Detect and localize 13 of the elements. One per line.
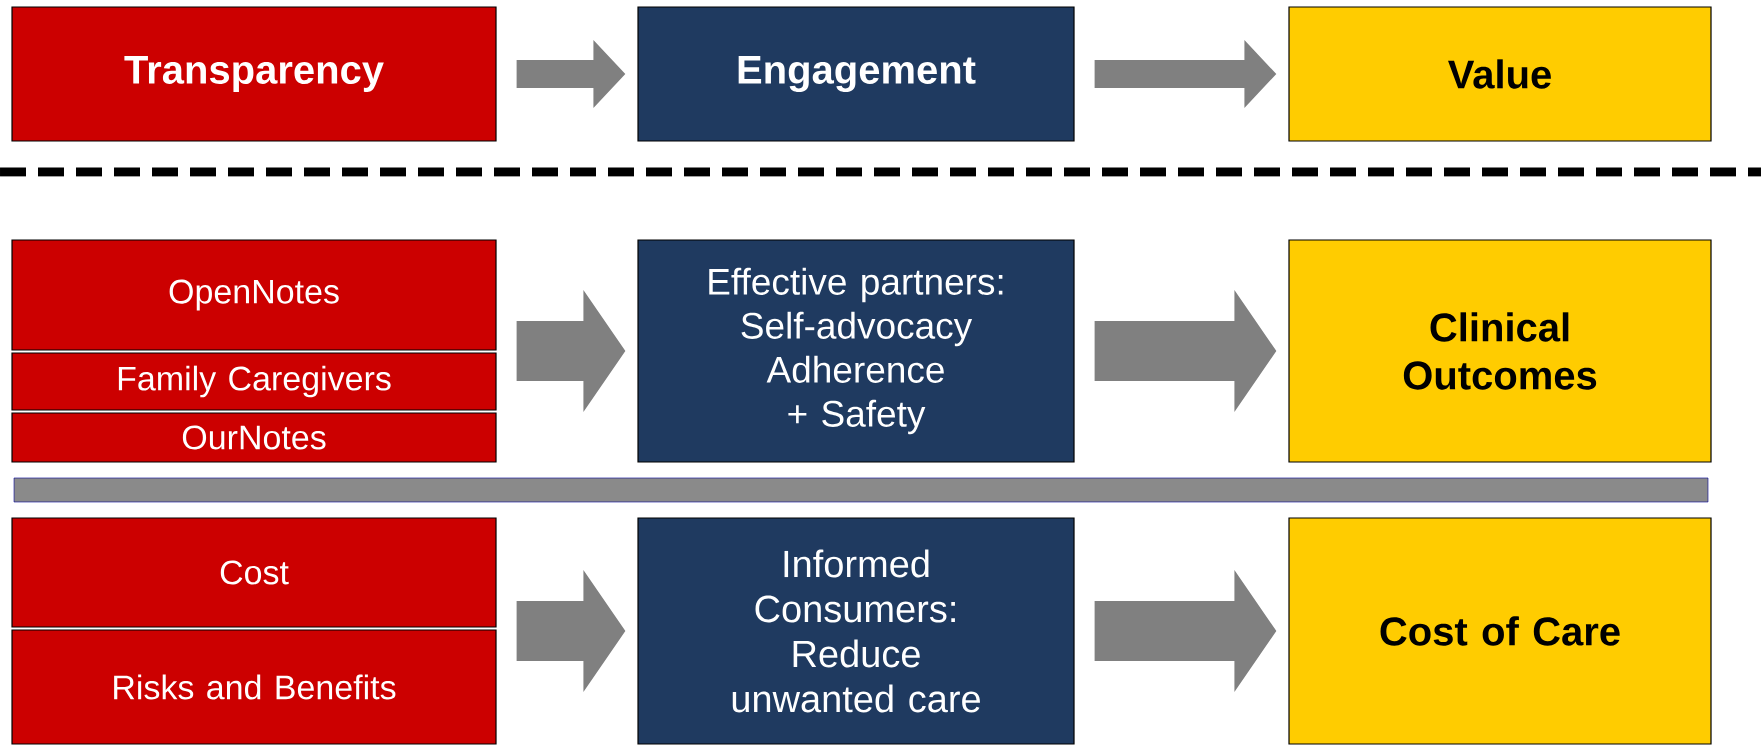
engagement-box: Effective partners: Self-advocacy Adherence + Safety: [637, 239, 1075, 463]
transparency-box: Transparency: [11, 6, 497, 142]
value-box: Value: [1288, 6, 1712, 142]
separator-bar: [13, 477, 1709, 503]
value-box: Clinical Outcomes: [1288, 239, 1712, 463]
engagement-box: Informed Consumers: Reduce unwanted care: [637, 517, 1075, 745]
transparency-box: Cost: [11, 517, 497, 628]
transparency-box: OurNotes: [11, 412, 497, 463]
engagement-box: Engagement: [637, 6, 1075, 142]
transparency-box: Risks and Benefits: [11, 629, 497, 745]
transparency-box: Family Caregivers: [11, 352, 497, 411]
value-box: Cost of Care: [1288, 517, 1712, 745]
transparency-box: OpenNotes: [11, 239, 497, 351]
